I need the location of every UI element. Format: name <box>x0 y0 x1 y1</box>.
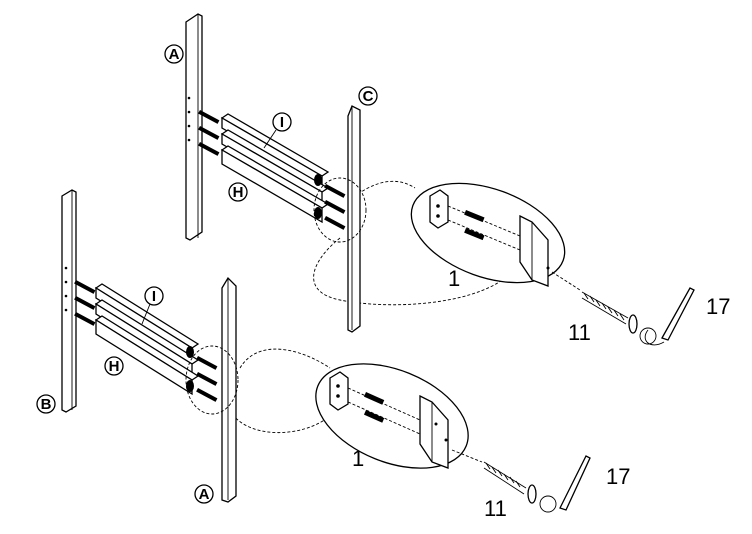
wrench-17-top <box>639 287 695 346</box>
callout-top-c: C <box>358 86 378 106</box>
bottom-joint-highlight <box>185 345 239 415</box>
svg-text:I: I <box>152 288 156 305</box>
bottom-zoom-detail <box>315 363 469 469</box>
bottom-callout-connector <box>229 348 331 433</box>
svg-text:A: A <box>169 46 180 63</box>
post-c-top <box>347 105 361 333</box>
callout-top-h: H <box>228 182 248 202</box>
post-b-bottom <box>61 189 77 413</box>
post-a-bottom <box>221 276 237 503</box>
bottom-wrench-number: 17 <box>606 464 630 489</box>
svg-text:H: H <box>233 184 244 201</box>
svg-text:I: I <box>280 114 284 131</box>
wrench-17-bottom <box>539 455 591 513</box>
bolt-11-top <box>551 271 638 334</box>
top-zoom-detail <box>410 182 566 287</box>
callout-bottom-h: H <box>104 356 124 376</box>
bottom-dowel-qty: 1 <box>352 446 364 471</box>
post-a-top <box>185 13 203 241</box>
top-joint-highlight <box>313 177 367 243</box>
callout-bottom-b: B <box>36 394 56 414</box>
callout-top-a: A <box>164 44 184 64</box>
callout-top-i: I <box>263 112 292 149</box>
rails-bottom <box>74 280 218 402</box>
top-dowel-qty: 1 <box>448 266 460 291</box>
top-wrench-number: 17 <box>706 294 730 319</box>
bottom-assembly <box>61 189 591 513</box>
callout-bottom-a: A <box>194 484 214 504</box>
svg-text:A: A <box>199 486 210 503</box>
svg-text:C: C <box>363 88 374 105</box>
top-assembly <box>185 13 695 346</box>
rails-top <box>198 110 346 230</box>
bolt-11-bottom <box>451 449 537 504</box>
bottom-bolt-number: 11 <box>484 496 507 521</box>
top-bolt-number: 11 <box>568 320 591 345</box>
callout-bottom-i: I <box>141 286 164 325</box>
svg-text:H: H <box>109 358 120 375</box>
svg-text:B: B <box>41 396 52 413</box>
